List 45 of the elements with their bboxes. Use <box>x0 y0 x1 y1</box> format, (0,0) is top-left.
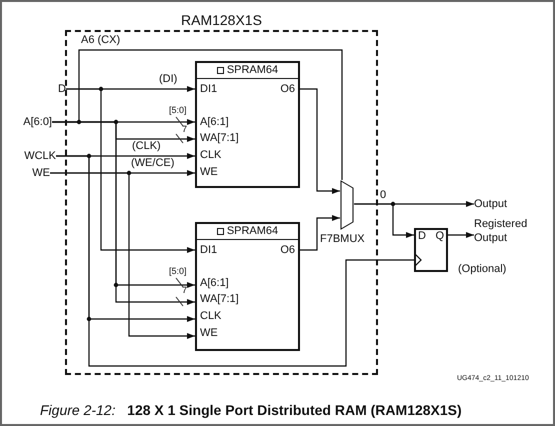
bus-width-label: 7 <box>182 125 188 134</box>
edge-label: (DI) <box>158 74 178 85</box>
ram-block <box>195 61 300 188</box>
pin-label: WE <box>200 328 218 339</box>
input-label: WCLK <box>23 149 56 163</box>
component-label: F7BMUX <box>320 234 365 245</box>
signal-wire <box>56 155 422 367</box>
block-name: SPRAM64 <box>226 65 278 76</box>
pin-label: A[6:1] <box>200 117 229 128</box>
block-name: SPRAM64 <box>226 226 278 237</box>
pin-label: Q <box>435 231 444 242</box>
pin-label: O6 <box>280 84 295 95</box>
edge-label: (CLK) <box>131 141 162 152</box>
signal-wire <box>448 232 474 238</box>
signal-wire <box>52 49 343 180</box>
pin-label: WA[7:1] <box>200 294 239 305</box>
figure-caption: Figure 2-12: 128 X 1 Single Port Distributed RAM (RAM128X1S) <box>40 401 462 420</box>
input-label: A[6:0] <box>22 115 52 129</box>
edge-label: A6 (CX) <box>80 35 122 46</box>
signal-wire <box>66 88 195 253</box>
signal-wire <box>354 203 414 238</box>
pin-label: WE <box>200 167 218 178</box>
pin-label: DI1 <box>200 245 218 256</box>
edge-label: (WE/CE) <box>130 158 176 169</box>
signal-wire <box>300 215 340 251</box>
block-title: RAM128X1S <box>181 11 262 30</box>
pin-label: CLK <box>200 311 222 322</box>
input-label: WE <box>31 166 50 180</box>
pin-label: DI1 <box>200 84 218 95</box>
pin-label: CLK <box>200 150 222 161</box>
signal-wire <box>300 88 340 194</box>
component-label: (Optional) <box>458 264 506 275</box>
pin-label: O6 <box>280 245 295 256</box>
output-label: Registered Output <box>474 217 528 245</box>
bus-width-label: [5:0] <box>169 267 187 276</box>
bus-width-label: 7 <box>182 286 188 295</box>
input-label: D <box>57 82 66 96</box>
signal-wire <box>50 172 195 339</box>
edge-label: 0 <box>379 190 388 201</box>
pin-label: A[6:1] <box>200 278 229 289</box>
pin-label: D <box>418 231 426 242</box>
pin-label: WA[7:1] <box>200 133 239 144</box>
ram-block <box>195 222 300 351</box>
output-label: Output <box>474 197 508 211</box>
bus-width-label: [5:0] <box>169 106 187 115</box>
